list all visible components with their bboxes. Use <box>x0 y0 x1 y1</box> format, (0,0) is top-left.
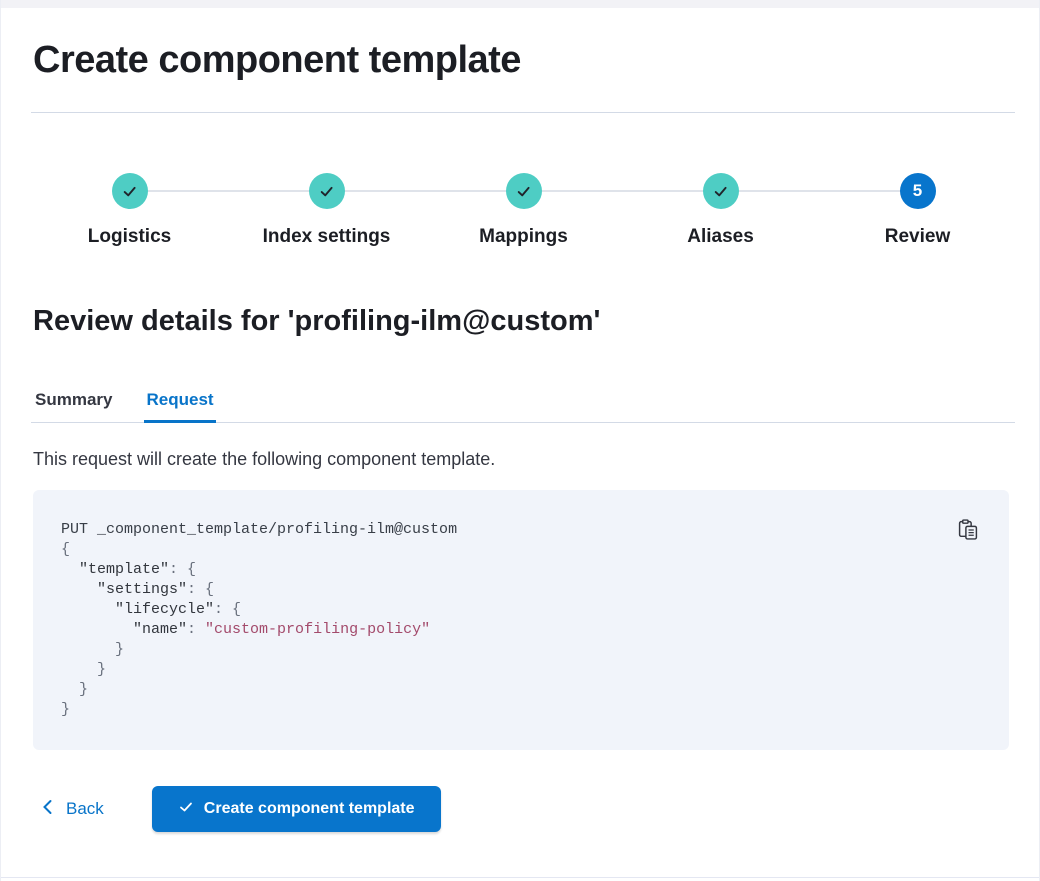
code-line: } <box>61 701 71 718</box>
step-current-number: 5 <box>899 173 936 209</box>
step-label: Review <box>884 226 951 247</box>
page-title: Create component template <box>33 39 521 81</box>
create-button-label: Create component template <box>203 800 415 817</box>
copy-to-clipboard-button[interactable] <box>957 519 979 543</box>
page-content: Create component template Logistics Index… <box>1 38 1039 832</box>
step-label: Mappings <box>479 226 568 247</box>
step-logistics[interactable]: Logistics <box>31 173 228 249</box>
step-number-text: 5 <box>912 181 923 200</box>
step-label: Logistics <box>87 226 172 247</box>
tab-request[interactable]: Request <box>144 389 216 423</box>
check-icon <box>178 799 194 820</box>
code-line: PUT _component_template/profiling-ilm@cu… <box>61 521 458 538</box>
window-bottom-edge <box>1 877 1039 878</box>
code-line: } <box>61 641 125 658</box>
step-complete-check-icon <box>505 173 542 209</box>
review-tabs: Summary Request <box>31 389 1015 423</box>
request-code-panel: PUT _component_template/profiling-ilm@cu… <box>33 490 1009 750</box>
step-label: Index settings <box>262 226 391 247</box>
chevron-left-icon <box>41 799 54 820</box>
step-complete-check-icon <box>308 173 345 209</box>
step-mappings[interactable]: Mappings <box>425 173 622 249</box>
request-code: PUT _component_template/profiling-ilm@cu… <box>61 520 981 720</box>
step-complete-check-icon <box>111 173 148 209</box>
code-line: "template": { <box>79 561 197 578</box>
request-description: This request will create the following c… <box>33 449 496 469</box>
step-complete-check-icon <box>702 173 739 209</box>
tab-summary[interactable]: Summary <box>33 389 114 422</box>
step-aliases[interactable]: Aliases <box>622 173 819 249</box>
back-button-label: Back <box>66 799 104 818</box>
back-button[interactable]: Back <box>33 799 112 820</box>
review-heading: Review details for 'profiling-ilm@custom… <box>33 305 601 337</box>
step-label: Aliases <box>687 226 754 247</box>
wizard-footer: Back Create component template <box>33 786 1013 832</box>
code-line: "name": "custom-profiling-policy" <box>133 621 431 638</box>
code-line: { <box>61 541 71 558</box>
create-component-template-button[interactable]: Create component template <box>151 786 441 832</box>
copy-clipboard-icon <box>958 519 978 543</box>
code-line: } <box>61 661 107 678</box>
title-divider <box>31 112 1015 113</box>
window-top-edge <box>1 0 1039 8</box>
code-line: "settings": { <box>97 581 215 598</box>
code-line: "lifecycle": { <box>115 601 242 618</box>
step-index-settings[interactable]: Index settings <box>228 173 425 249</box>
code-line: } <box>61 681 89 698</box>
